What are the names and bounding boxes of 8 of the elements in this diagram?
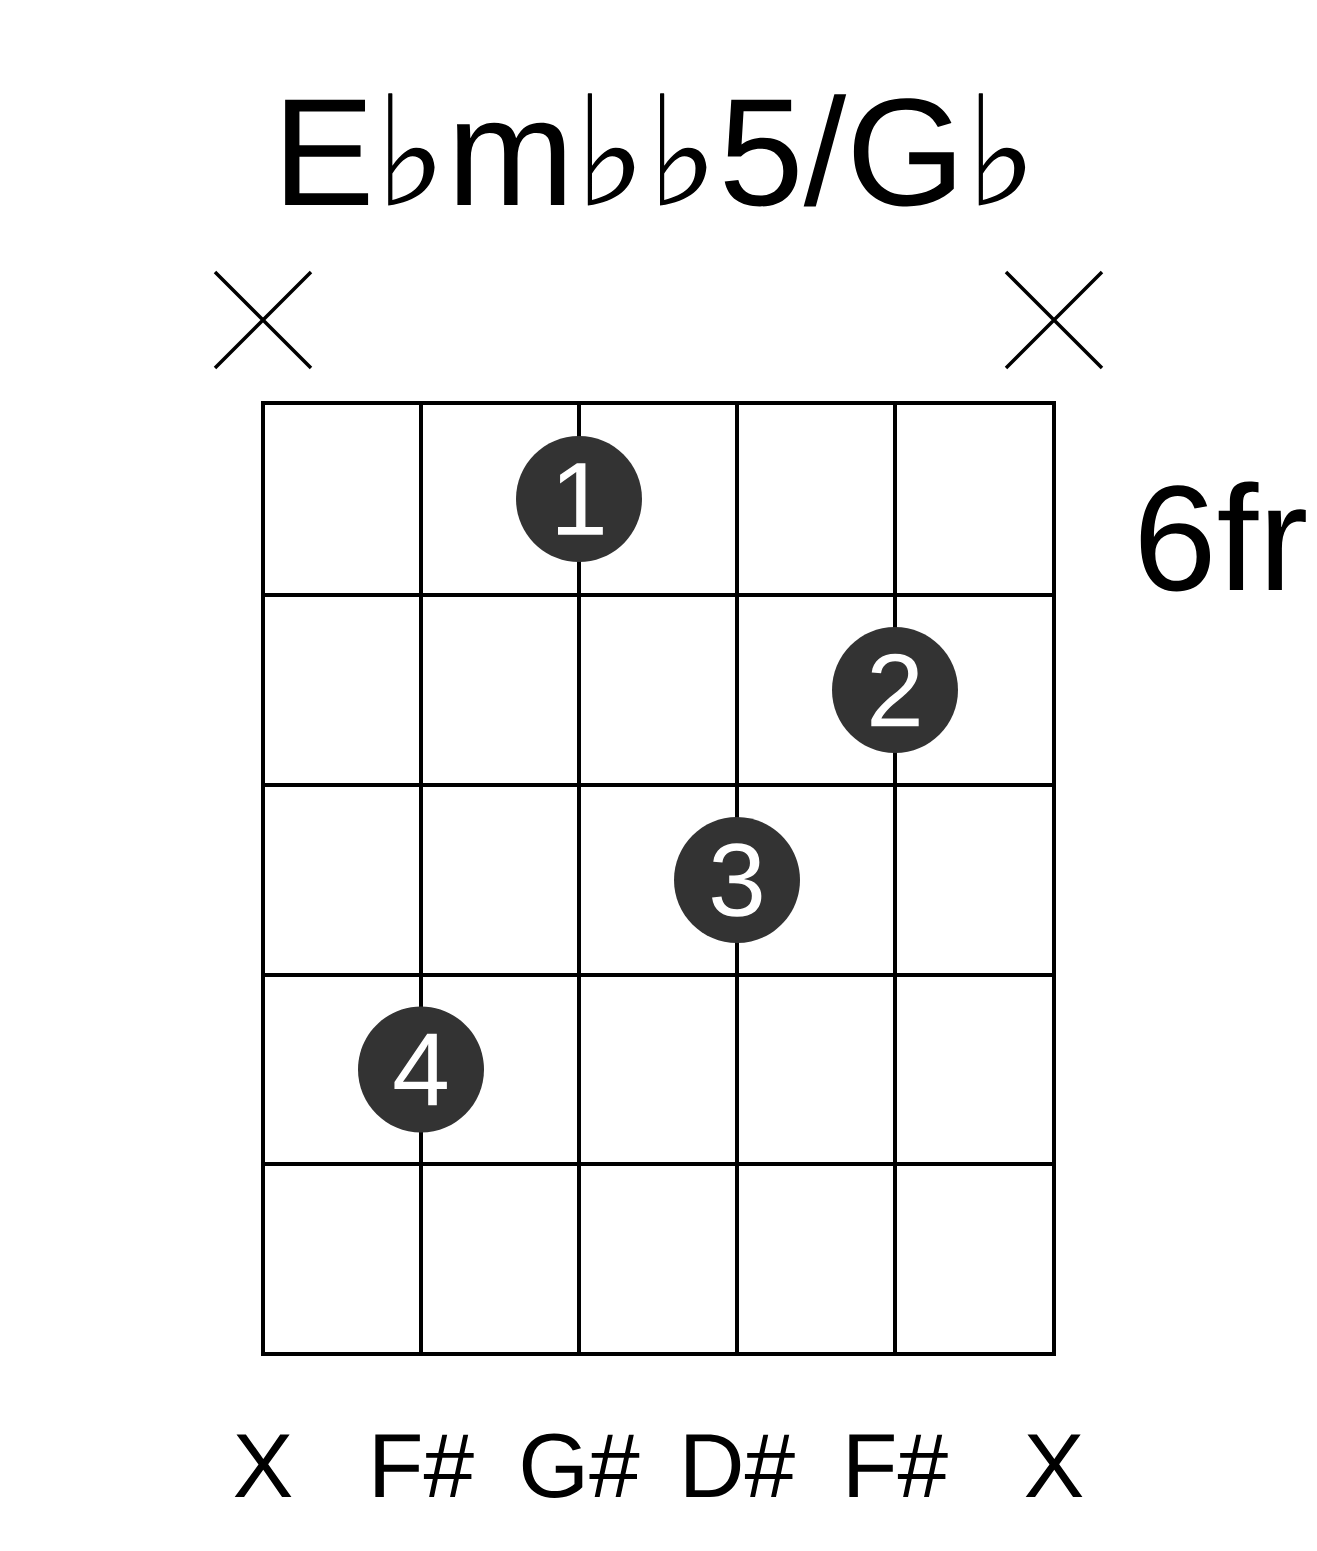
- note-name: X: [234, 1434, 292, 1497]
- chord-title: E♭m♭♭5/G♭: [285, 93, 1026, 207]
- note-name: F#: [849, 1434, 948, 1497]
- note-name: G#: [522, 1433, 640, 1498]
- note-name: D#: [686, 1434, 795, 1497]
- fret-number: 6fr: [1140, 481, 1306, 592]
- note-name: X: [1025, 1434, 1083, 1497]
- note-name: F#: [375, 1434, 474, 1497]
